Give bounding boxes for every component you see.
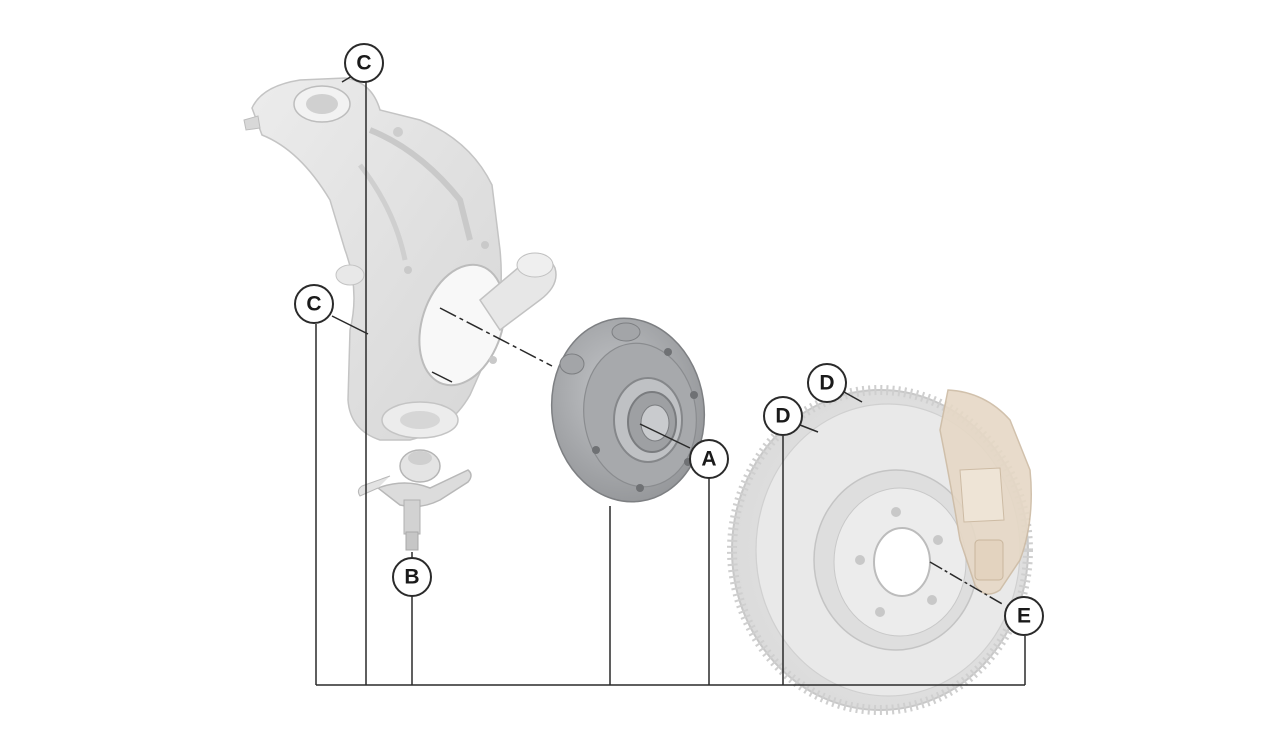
callout-d-outer: D <box>807 363 847 403</box>
wheel-hub-bearing-icon <box>550 317 706 503</box>
callout-label: A <box>701 448 716 471</box>
brake-caliper-icon <box>939 389 1032 595</box>
callout-label: D <box>819 372 834 395</box>
callout-a: A <box>689 439 729 479</box>
callout-b: B <box>392 557 432 597</box>
assembly-axis-line <box>431 307 1005 606</box>
callout-label: C <box>356 52 371 75</box>
callout-e: E <box>1004 596 1044 636</box>
ball-joint-icon <box>357 449 472 551</box>
callout-c-left: C <box>294 284 334 324</box>
callout-label: D <box>775 405 790 428</box>
leader-lines <box>315 75 1026 686</box>
callout-label: C <box>306 293 321 316</box>
callout-label: B <box>404 566 419 589</box>
callout-c-top: C <box>344 43 384 83</box>
steering-knuckle-icon <box>243 77 557 441</box>
callout-d-inner: D <box>763 396 803 436</box>
callout-label: E <box>1017 605 1031 628</box>
